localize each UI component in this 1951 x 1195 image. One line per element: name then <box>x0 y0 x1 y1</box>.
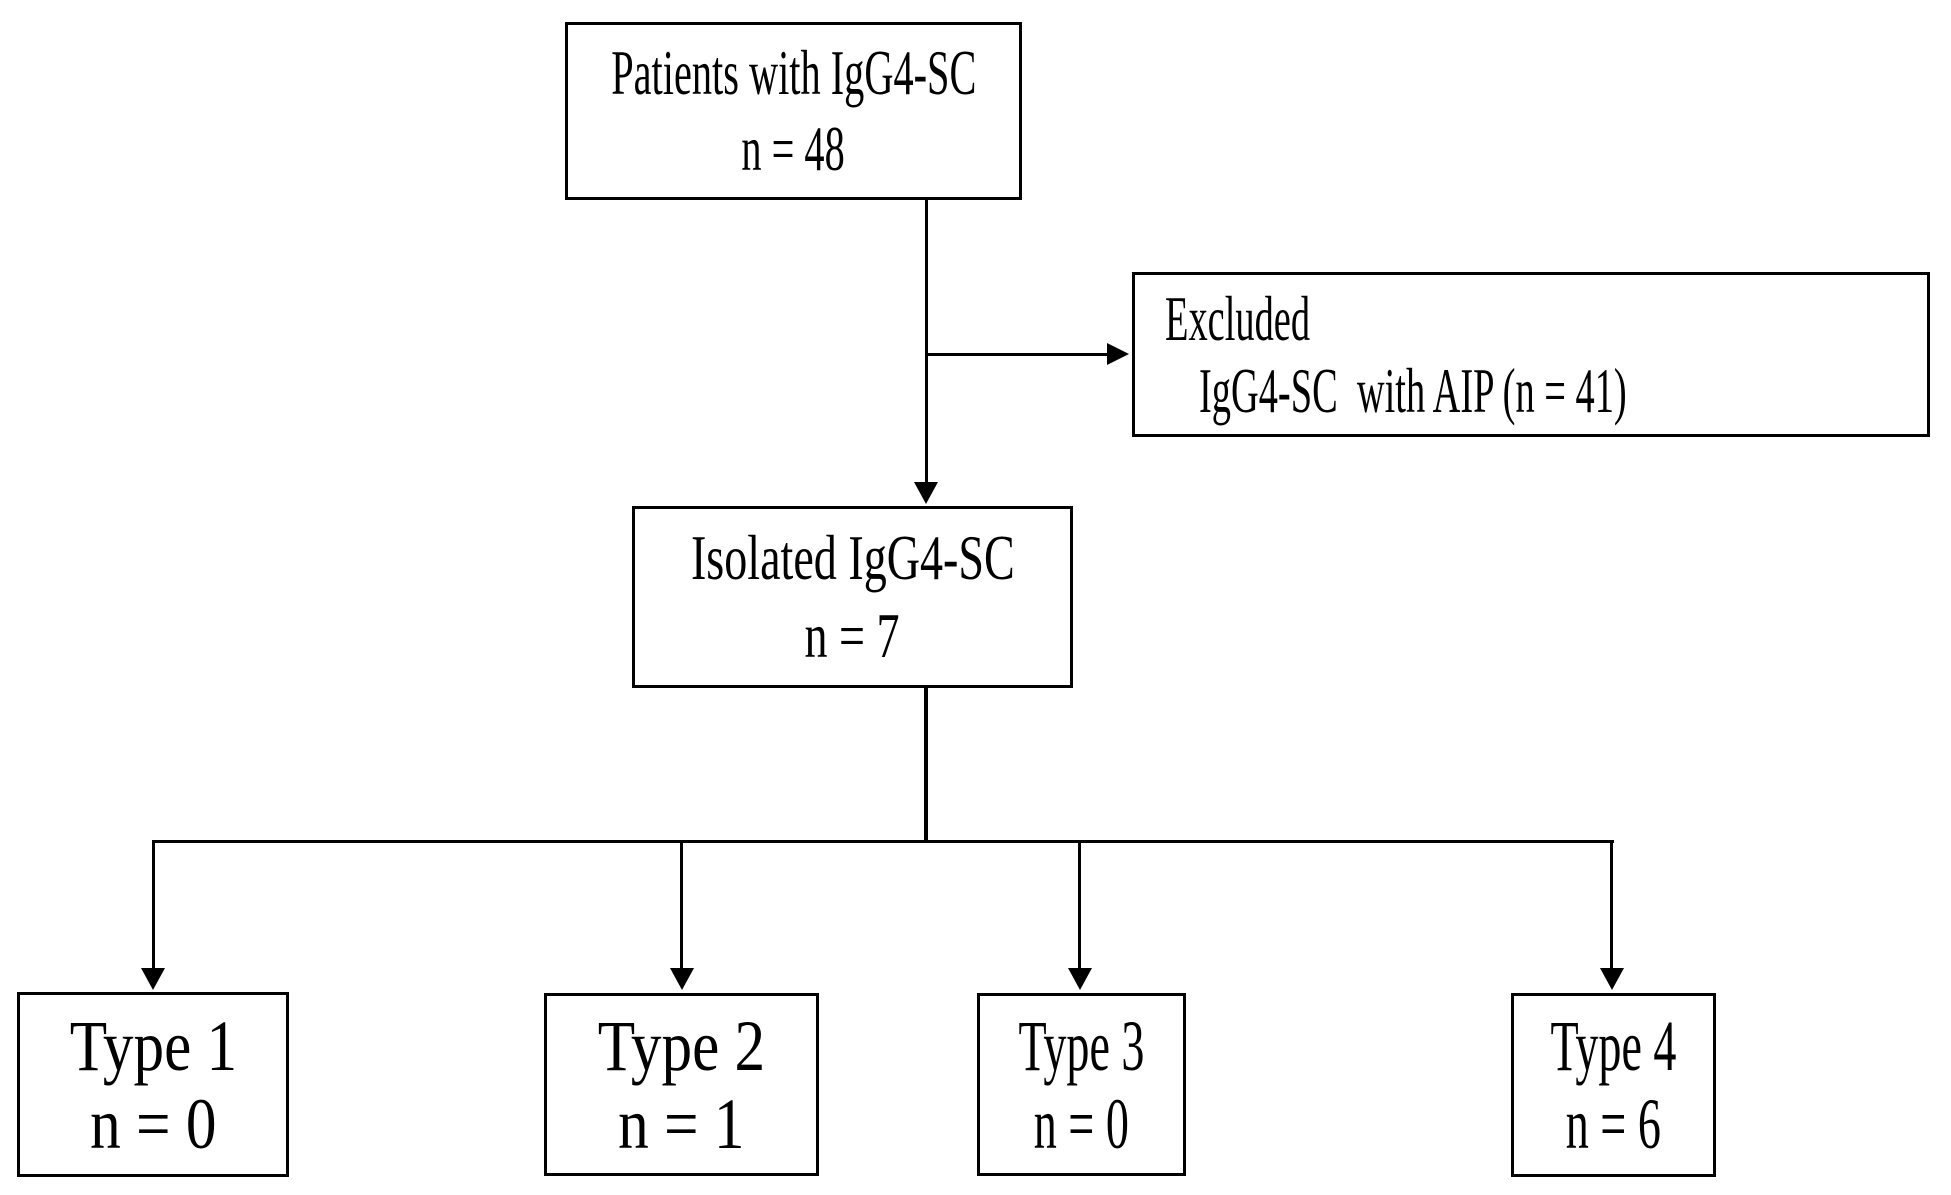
arrowhead-into-type2-icon <box>670 968 694 990</box>
type3-count: n = 0 <box>1033 1083 1130 1164</box>
connector-drop-type4 <box>1610 840 1613 972</box>
arrowhead-into-isolated-icon <box>914 482 938 504</box>
arrowhead-into-type3-icon <box>1068 968 1092 990</box>
type4-label: Type 4 <box>1550 1006 1677 1086</box>
type2-label: Type 2 <box>597 1005 766 1086</box>
connector-drop-type2 <box>680 840 683 972</box>
connector-drop-type1 <box>152 840 155 972</box>
type2-count: n = 1 <box>618 1083 745 1164</box>
flow-box-isolated: Isolated IgG4-SC n = 7 <box>632 506 1073 688</box>
connector-branch-rail <box>152 840 1614 843</box>
connector-isolated-to-rail <box>924 688 928 842</box>
patients-count: n = 48 <box>741 113 846 184</box>
arrowhead-into-type4-icon <box>1600 968 1624 990</box>
connector-patients-to-isolated <box>925 200 928 490</box>
flow-box-type2: Type 2 n = 1 <box>544 993 819 1176</box>
type1-label: Type 1 <box>69 1005 237 1086</box>
flow-box-type4: Type 4 n = 6 <box>1511 993 1716 1177</box>
arrowhead-into-type1-icon <box>141 968 165 990</box>
arrowhead-into-excluded-icon <box>1107 343 1129 365</box>
excluded-label: Excluded <box>1165 282 1311 354</box>
flow-box-patients: Patients with IgG4-SC n = 48 <box>565 22 1022 200</box>
connector-to-excluded <box>926 353 1108 356</box>
type3-label: Type 3 <box>1018 1005 1145 1086</box>
connector-drop-type3 <box>1078 840 1081 972</box>
flow-box-type3: Type 3 n = 0 <box>977 993 1186 1176</box>
excluded-detail: IgG4-SC with AIP (n = 41) <box>1199 354 1627 426</box>
isolated-label: Isolated IgG4-SC <box>690 522 1015 593</box>
flow-box-type1: Type 1 n = 0 <box>17 992 289 1177</box>
flow-box-excluded: Excluded IgG4-SC with AIP (n = 41) <box>1132 272 1930 437</box>
isolated-count: n = 7 <box>804 600 901 671</box>
type1-count: n = 0 <box>89 1083 217 1164</box>
type4-count: n = 6 <box>1565 1084 1662 1164</box>
patients-label: Patients with IgG4-SC <box>610 37 977 108</box>
